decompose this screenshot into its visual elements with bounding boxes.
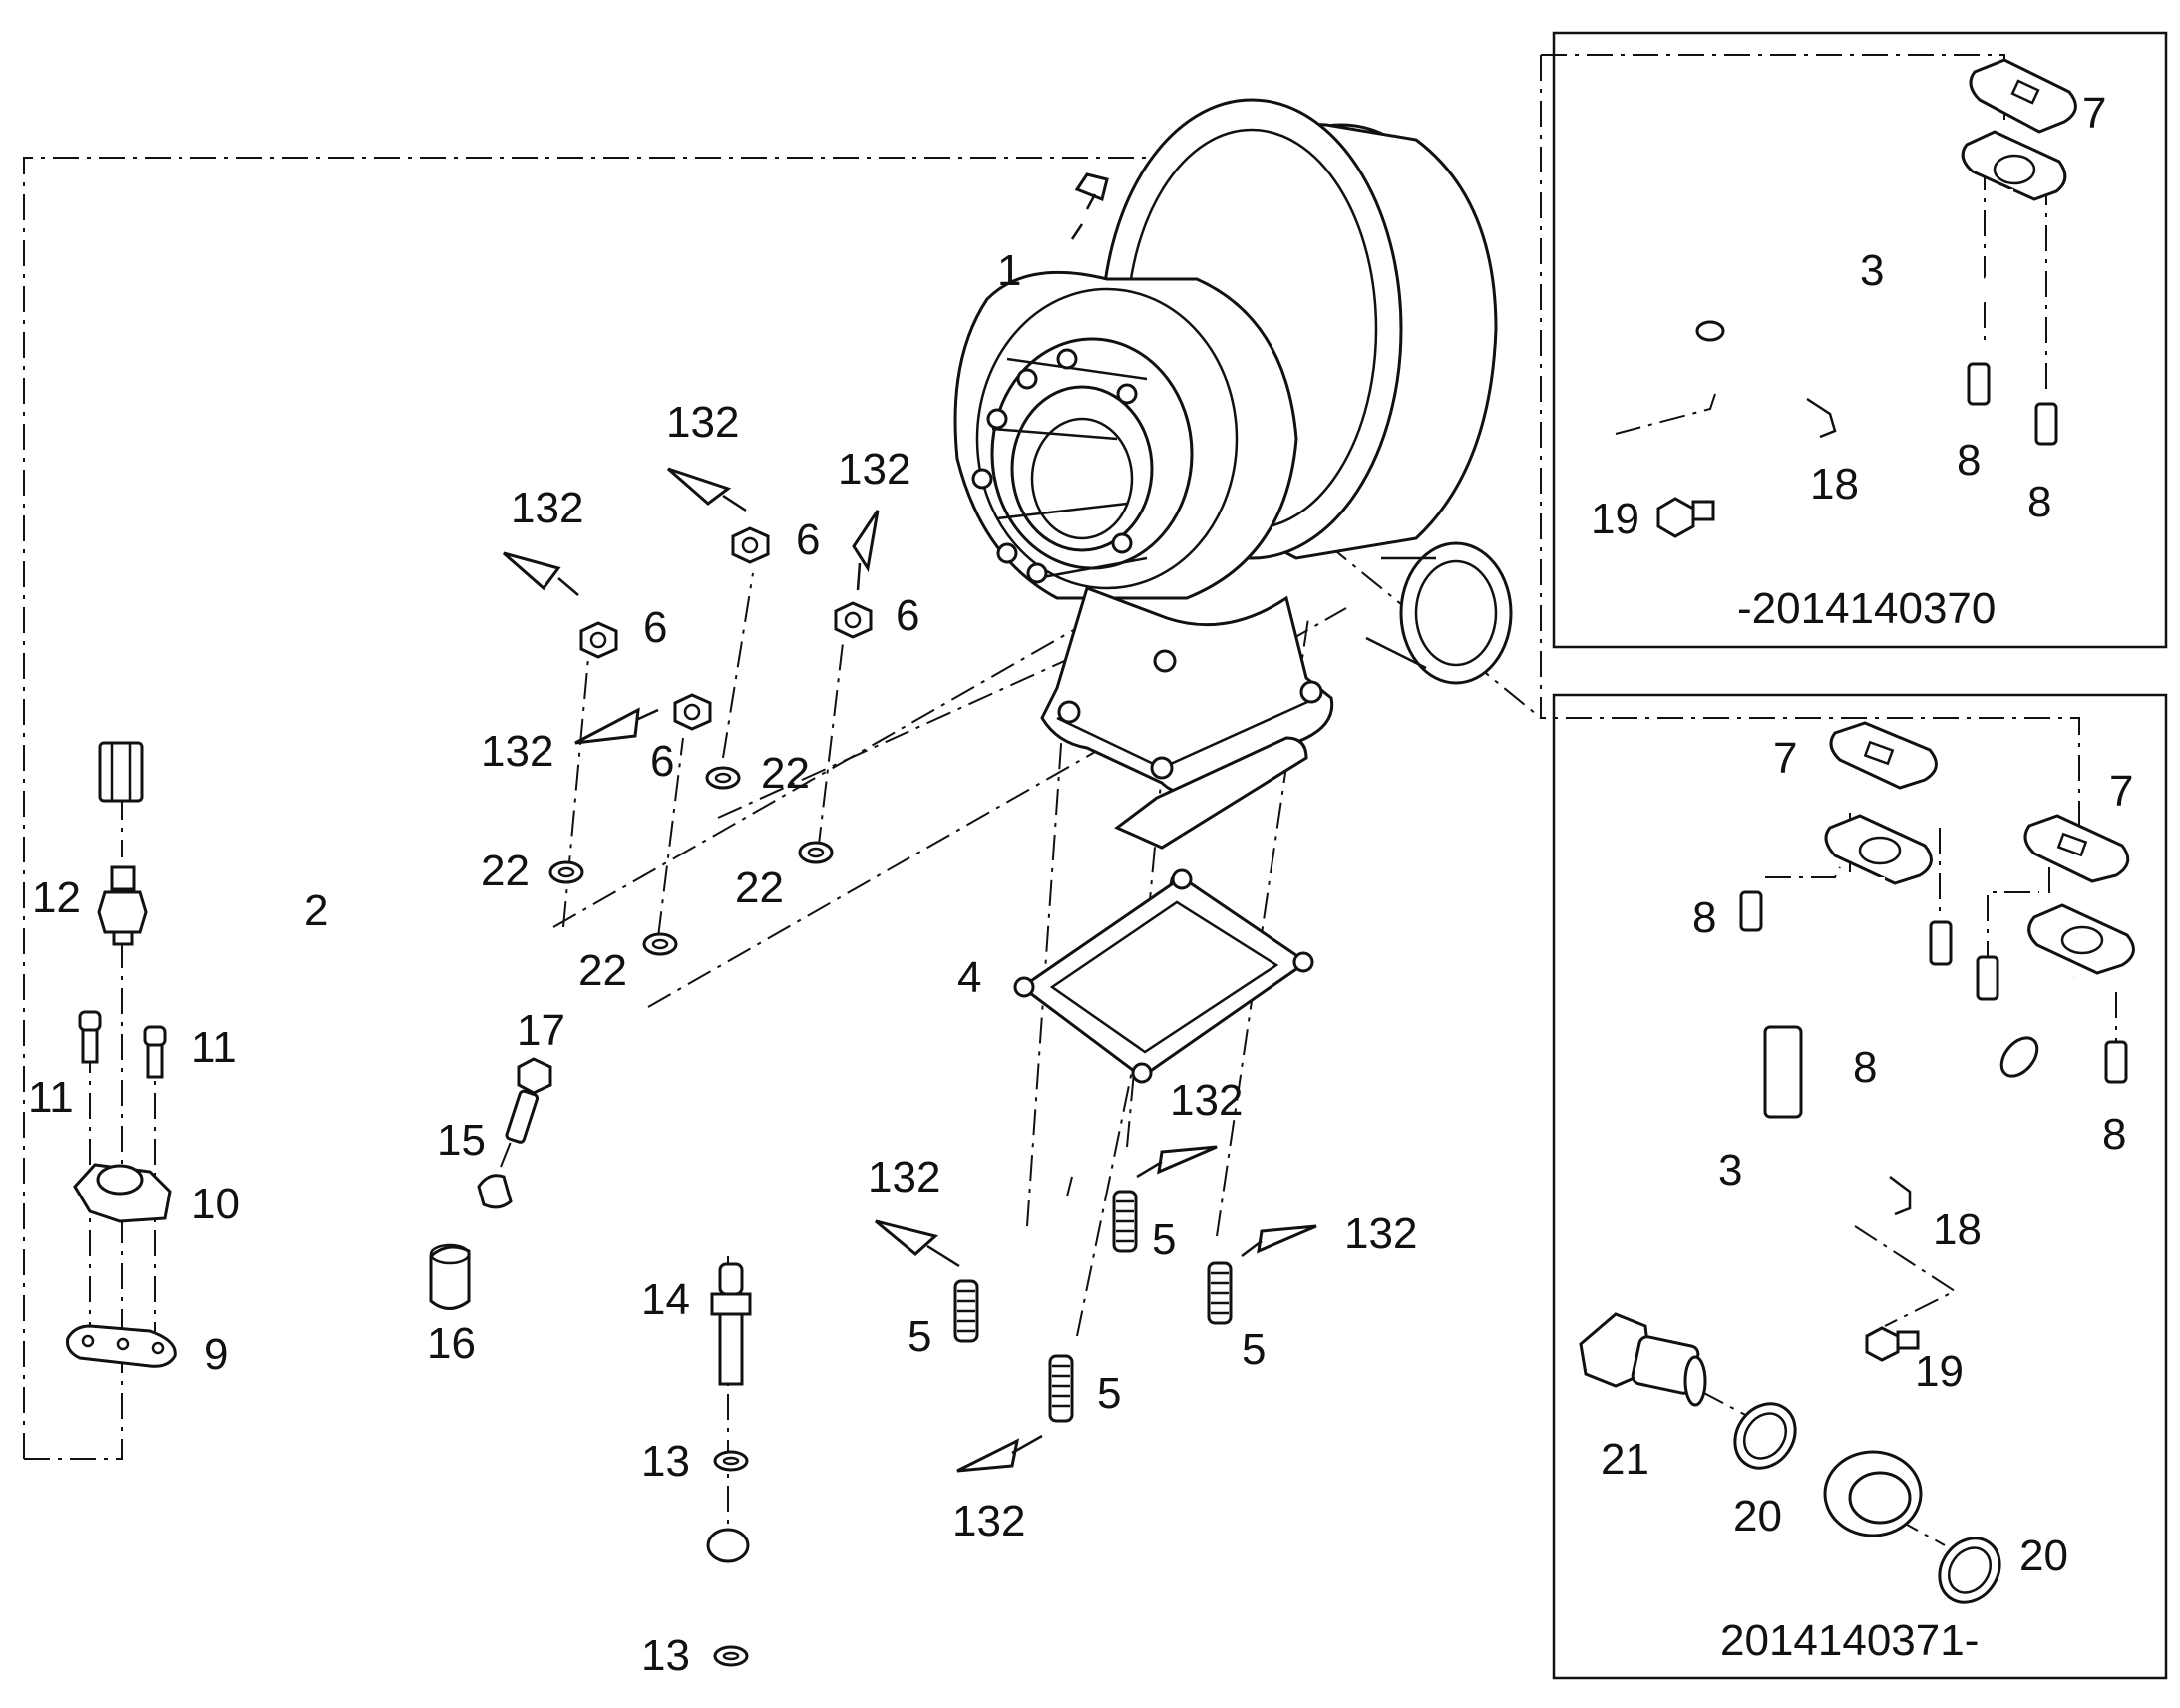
upper-inset-parts	[1656, 58, 2077, 538]
oil-feed-pipe	[98, 714, 794, 1591]
label-20-left: 20	[1733, 1492, 1782, 1540]
label-132-g: 132	[1344, 1209, 1417, 1258]
label-132-e: 132	[868, 1153, 940, 1201]
label-8-lower-right: 8	[2102, 1110, 2126, 1159]
label-7-upper: 7	[2082, 89, 2106, 138]
label-17: 17	[517, 1006, 565, 1055]
label-21: 21	[1601, 1435, 1649, 1484]
label-8-upper-right: 8	[2027, 478, 2051, 526]
label-5-b: 5	[1152, 1215, 1176, 1264]
label-5-a: 5	[908, 1312, 931, 1361]
studs	[953, 1190, 1233, 1423]
label-8-upper-left: 8	[1957, 436, 1981, 485]
label-132-f: 132	[1170, 1076, 1243, 1125]
label-132-a: 132	[666, 398, 739, 447]
label-8-lower-left: 8	[1692, 893, 1716, 942]
label-11-right: 11	[191, 1023, 237, 1072]
label-1: 1	[997, 246, 1021, 295]
banjo-connector-parts	[706, 1262, 752, 1667]
label-132-d: 132	[481, 727, 553, 776]
lower-inset-parts	[1579, 721, 2135, 1604]
label-13-upper: 13	[641, 1437, 690, 1486]
label-132-h: 132	[952, 1497, 1025, 1545]
label-2: 2	[304, 886, 328, 935]
label-132-c: 132	[838, 445, 910, 494]
sealant-tubes	[503, 467, 1317, 1473]
label-8-lower-mid: 8	[1853, 1043, 1877, 1092]
label-6-c: 6	[896, 591, 919, 640]
label-20-right: 20	[2019, 1532, 2068, 1580]
label-7-lower-right: 7	[2109, 767, 2133, 816]
part-number-labels: 1 2 3 3 4 5 5 5 5 6 6 6 6 7 7 7 8 8 8 8 …	[28, 89, 2133, 1680]
label-18-upper: 18	[1810, 460, 1859, 509]
inset-box-lower	[1552, 693, 2168, 1680]
label-18-lower: 18	[1933, 1205, 1982, 1254]
label-7-lower-left: 7	[1773, 734, 1797, 783]
label-15: 15	[437, 1116, 486, 1165]
label-6-d: 6	[650, 737, 674, 786]
inset-box-upper	[1552, 31, 2168, 649]
label-3-upper: 3	[1860, 246, 1884, 295]
label-16: 16	[427, 1319, 476, 1368]
label-132-b: 132	[511, 484, 583, 532]
label-4: 4	[957, 953, 981, 1002]
label-22-a: 22	[761, 749, 810, 798]
label-14: 14	[641, 1275, 690, 1324]
turbocharger-body	[953, 98, 1513, 850]
label-11-left: 11	[28, 1073, 74, 1122]
label-22-b: 22	[481, 847, 530, 895]
label-22-c: 22	[735, 863, 784, 912]
oil-feed-fittings	[66, 865, 177, 1368]
label-3-lower: 3	[1718, 1146, 1742, 1195]
label-13-lower: 13	[641, 1631, 690, 1680]
label-10: 10	[191, 1180, 240, 1228]
label-12: 12	[32, 873, 81, 922]
serial-range-upper: -2014140370	[1737, 584, 1996, 633]
label-5-c: 5	[1242, 1325, 1266, 1374]
turbo-mounting-gasket	[1013, 868, 1314, 1084]
label-19-lower: 19	[1915, 1347, 1964, 1396]
nuts-and-washers	[548, 526, 873, 956]
serial-range-lower: 2014140371-	[1720, 1616, 1979, 1665]
label-22-d: 22	[578, 946, 627, 995]
pipe-clamp-parts	[429, 1057, 552, 1310]
label-19-upper: 19	[1591, 495, 1639, 543]
label-9: 9	[204, 1330, 228, 1379]
label-6-a: 6	[643, 603, 667, 652]
label-6-b: 6	[796, 515, 820, 564]
label-5-d: 5	[1097, 1369, 1121, 1418]
